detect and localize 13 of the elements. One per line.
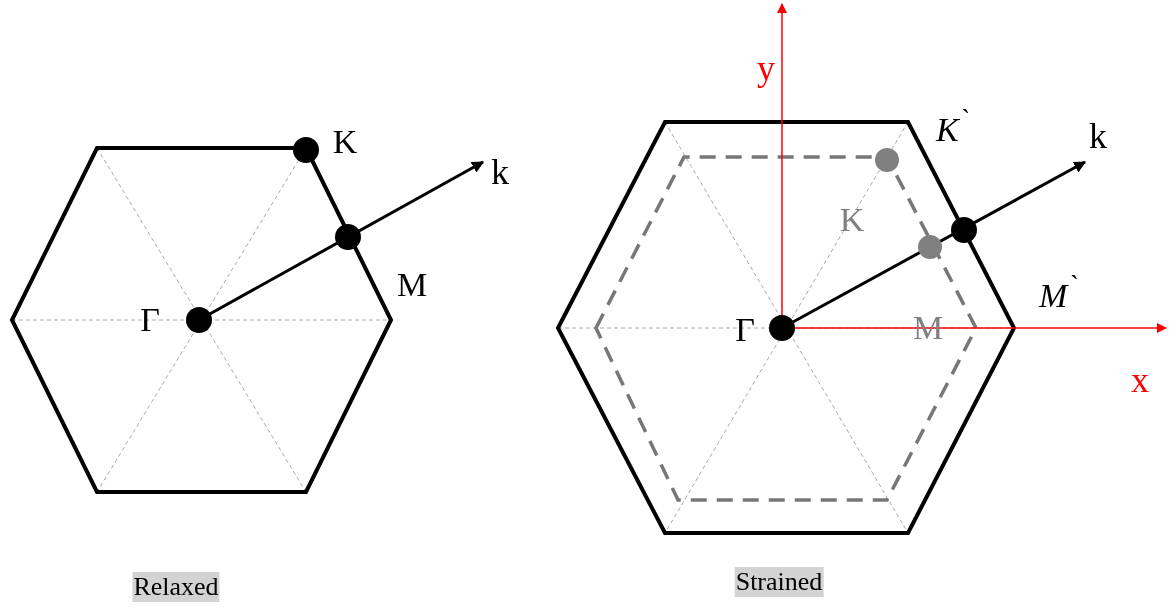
- panel-caption: Relaxed: [132, 572, 220, 602]
- point-label: K: [332, 125, 358, 159]
- panel-caption: Strained: [734, 567, 824, 597]
- axis-label: x: [1131, 362, 1149, 398]
- vector-label: k: [491, 154, 509, 190]
- axis-label: y: [757, 50, 775, 86]
- point-label: M: [396, 268, 428, 302]
- point-label: K$^{`}$: [935, 105, 969, 147]
- vector-label: k: [1089, 118, 1107, 154]
- point-label: Γ: [735, 313, 755, 347]
- point-label: K: [839, 203, 865, 237]
- point-label: Γ: [140, 303, 160, 337]
- point-label: M$^{`}$: [1039, 271, 1077, 313]
